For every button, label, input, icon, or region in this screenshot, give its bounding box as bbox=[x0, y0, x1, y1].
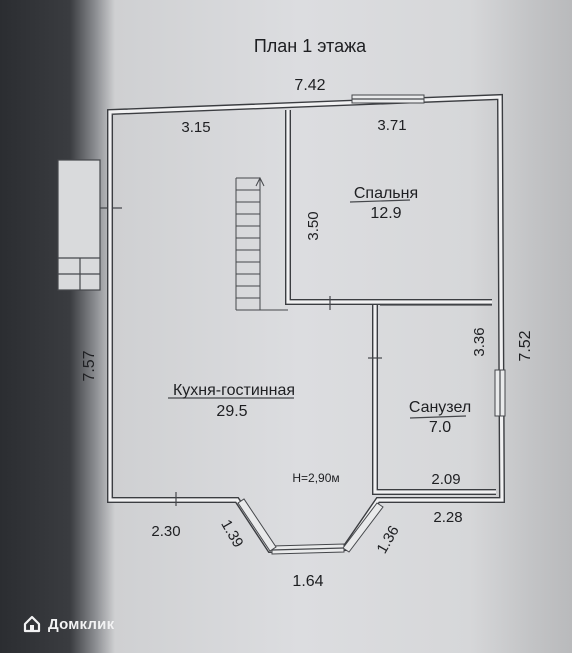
dim-right-total: 7.52 bbox=[517, 330, 534, 361]
dim-bath-height: 3.36 bbox=[471, 327, 488, 356]
entrance-porch bbox=[57, 159, 122, 291]
dim-top-right: 3.71 bbox=[377, 117, 406, 134]
plan-title: План 1 этажа bbox=[254, 36, 367, 56]
dim-left-total: 7.57 bbox=[81, 350, 98, 381]
room-bathroom-area: 7.0 bbox=[429, 419, 451, 436]
top-window bbox=[351, 94, 425, 104]
room-bedroom-area: 12.9 bbox=[370, 205, 401, 222]
door-marks bbox=[175, 296, 382, 506]
ceiling-height-note: H=2,90м bbox=[292, 471, 339, 485]
dim-top-total: 7.42 bbox=[294, 77, 325, 94]
room-bathroom-name: Санузел bbox=[409, 399, 471, 416]
dim-bay-left: 1.39 bbox=[217, 517, 246, 551]
dim-bottom-left: 2.30 bbox=[151, 523, 180, 540]
dim-bottom-right: 2.28 bbox=[433, 509, 462, 526]
room-living-area: 29.5 bbox=[216, 403, 247, 420]
bay-windows bbox=[237, 498, 384, 555]
dim-stair-wall: 3.50 bbox=[305, 211, 322, 240]
dim-bay-right: 1.36 bbox=[373, 523, 402, 557]
house-icon bbox=[23, 615, 41, 633]
watermark: Домклик bbox=[22, 614, 114, 634]
staircase bbox=[235, 176, 288, 311]
watermark-brand: Домклик bbox=[48, 615, 115, 633]
right-window bbox=[494, 369, 506, 417]
dim-top-left: 3.15 bbox=[181, 119, 210, 136]
room-living-name: Кухня-гостинная bbox=[173, 382, 295, 399]
dim-bath-width: 2.09 bbox=[431, 471, 460, 488]
dim-bay-front: 1.64 bbox=[292, 573, 323, 590]
room-bedroom-name: Спальня bbox=[354, 185, 418, 202]
